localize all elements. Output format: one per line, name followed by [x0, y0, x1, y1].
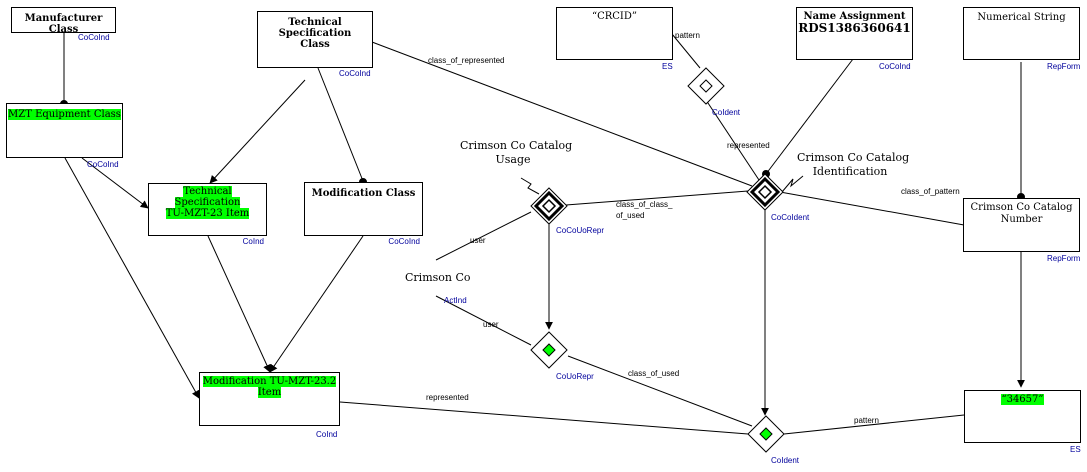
- tag-coident-bottom: CoIdent: [771, 456, 800, 465]
- box-catalog-number-line1: Crimson Co Catalog: [970, 202, 1073, 213]
- box-manufacturer-class[interactable]: Manufacturer Class: [11, 7, 116, 35]
- box-value-34657[interactable]: “34657”: [964, 390, 1081, 443]
- edge-label-class-of-class-of-used-line1: class_of_class_: [616, 200, 673, 209]
- edge-class-of-represented: [371, 41, 753, 187]
- edge-class-of-pattern: [779, 191, 965, 226]
- tag-catalog-identification: CoCoIdent: [771, 213, 810, 222]
- edge-tsclass-modclass: [317, 67, 364, 182]
- edge-label-represented-top: represented: [727, 141, 770, 150]
- box-catalog-number-line2: Number: [1000, 214, 1043, 225]
- tag-modification-class: CoCoInd: [388, 237, 420, 246]
- tag-technical-specification-item: CoInd: [242, 237, 264, 246]
- edge-user-top: [435, 211, 532, 261]
- diamond-coident-bottom[interactable]: [747, 415, 785, 453]
- diamond-couorepr[interactable]: [530, 331, 568, 369]
- box-technical-specification-class-title: Technical Specification Class: [278, 17, 352, 50]
- edge-label-class-of-class-of-used-line2: of_used: [616, 211, 645, 220]
- tag-name-assignment: CoCoInd: [879, 62, 911, 71]
- tag-mzt-equipment-class: CoCoInd: [87, 160, 119, 169]
- edge-represented-bottom: [339, 401, 749, 435]
- edge-label-pattern-top: pattern: [675, 31, 700, 40]
- edge-user-bottom: [435, 295, 532, 346]
- tag-manufacturer-class: CoCoInd: [78, 33, 110, 42]
- tag-catalog-number: RepForm: [1047, 254, 1081, 263]
- edge-mzt-tsitem: [81, 157, 149, 209]
- edge-tsitem-moditem: [207, 235, 271, 373]
- edge-label-class-of-pattern: class_of_pattern: [901, 187, 960, 196]
- tag-couorepr: CoUoRepr: [556, 372, 594, 381]
- box-name-assignment-line2: RDS1386360641: [798, 21, 911, 35]
- box-mzt-equipment-class[interactable]: MZT Equipment Class: [6, 103, 123, 158]
- edge-coident-catid: [705, 99, 760, 181]
- box-modification-class-title: Modification Class: [311, 188, 416, 199]
- zigzag-usage: [520, 177, 540, 195]
- tag-crimson-co: ActInd: [444, 296, 467, 305]
- tag-coident-top: CoIdent: [712, 108, 741, 117]
- box-crcid[interactable]: “CRCID”: [556, 7, 673, 60]
- tag-catalog-usage: CoCoUoRepr: [556, 226, 605, 235]
- edge-pattern-bottom: [783, 414, 965, 435]
- edge-label-user-top: user: [470, 236, 486, 245]
- node-catalog-usage-line1: Crimson Co Catalog: [460, 139, 573, 152]
- box-manufacturer-class-title: Manufacturer Class: [24, 13, 103, 35]
- edge-class-of-class-of-used: [565, 190, 749, 206]
- edge-modclass-moditem: [269, 235, 364, 373]
- tag-modification-item: CoInd: [316, 430, 338, 439]
- box-modification-item-line1: Modification TU-MZT-23.2: [202, 376, 337, 387]
- tag-technical-specification-class: CoCoInd: [339, 69, 371, 78]
- edge-crcid-coident: [671, 33, 701, 69]
- edge-mzt-moditem: [64, 157, 200, 399]
- box-catalog-number[interactable]: Crimson Co Catalog Number: [963, 198, 1080, 252]
- edge-label-class-of-represented: class_of_represented: [428, 56, 505, 65]
- box-name-assignment[interactable]: Name Assignment RDS1386360641: [796, 7, 913, 60]
- edge-class-of-used: [567, 355, 753, 427]
- box-technical-specification-item-line1: Technical Specification: [174, 186, 241, 208]
- node-catalog-identification-line2: Identification: [812, 165, 888, 178]
- tag-numerical-string: RepForm: [1047, 62, 1081, 71]
- box-technical-specification-class[interactable]: Technical Specification Class: [257, 11, 373, 68]
- edge-label-class-of-used: class_of_used: [628, 369, 680, 378]
- node-catalog-identification-line1: Crimson Co Catalog: [797, 151, 910, 164]
- tag-value-34657: ES: [1070, 445, 1081, 454]
- edge-label-pattern-bottom: pattern: [854, 416, 879, 425]
- diamond-catalog-identification[interactable]: [746, 173, 784, 211]
- box-technical-specification-item-line2: TU-MZT-23 Item: [165, 208, 250, 219]
- box-name-assignment-line1: Name Assignment: [803, 11, 906, 22]
- box-modification-item-line2: Item: [257, 387, 282, 398]
- box-value-34657-title: “34657”: [1001, 394, 1044, 405]
- edge-tsclass-tsitem: [209, 79, 306, 184]
- edge-label-represented-bottom: represented: [426, 393, 469, 402]
- box-mzt-equipment-class-title: MZT Equipment Class: [8, 109, 121, 120]
- zigzag-identification: [781, 175, 804, 193]
- box-numerical-string[interactable]: Numerical String: [963, 7, 1080, 60]
- edge-label-user-bottom: user: [483, 320, 499, 329]
- diamond-catalog-usage[interactable]: [530, 187, 568, 225]
- node-catalog-usage-line2: Usage: [495, 153, 531, 166]
- node-crimson-co: Crimson Co: [405, 271, 471, 284]
- box-modification-class[interactable]: Modification Class CoCoInd: [304, 182, 423, 246]
- box-numerical-string-title: Numerical String: [977, 12, 1066, 23]
- edge-nameassign-catid: [765, 58, 854, 175]
- box-crcid-title: “CRCID”: [591, 11, 638, 22]
- tag-crcid: ES: [662, 62, 673, 71]
- diamond-coident-top[interactable]: [687, 67, 725, 105]
